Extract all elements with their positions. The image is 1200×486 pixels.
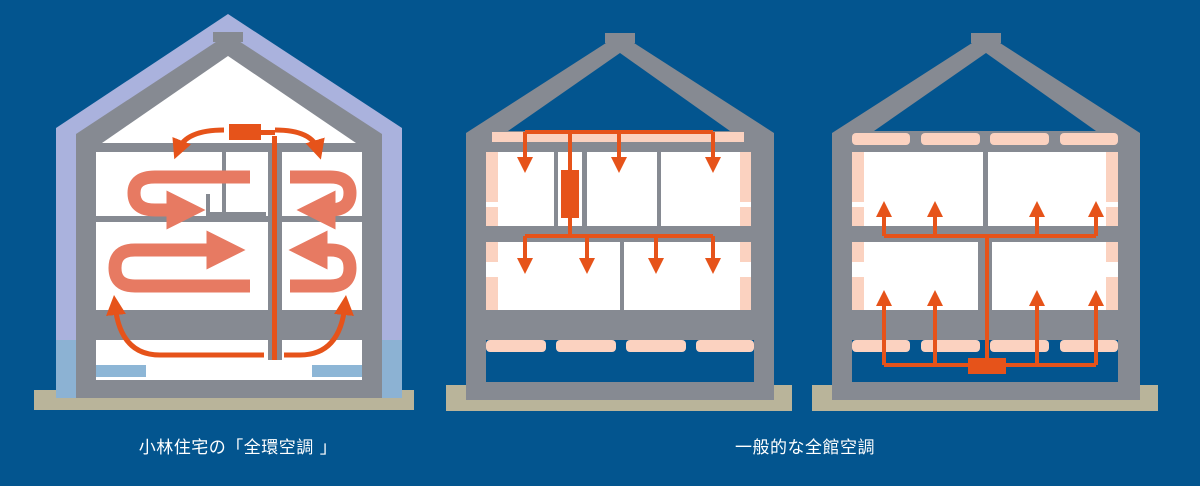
return-arrow xyxy=(284,295,354,358)
cold-patch xyxy=(852,152,864,202)
room xyxy=(852,242,978,310)
return-arrow xyxy=(106,295,264,358)
attic-space xyxy=(874,53,1096,131)
ac-unit xyxy=(229,124,261,140)
cold-patch xyxy=(852,242,864,262)
cold-patch xyxy=(852,133,910,145)
room xyxy=(587,152,657,226)
cold-patch xyxy=(852,340,910,352)
cold-patch xyxy=(486,207,498,226)
vertical-duct xyxy=(272,136,277,360)
floor-vent-right xyxy=(312,365,362,377)
cold-patch xyxy=(1106,152,1118,202)
attic-space xyxy=(508,53,730,131)
cold-patch xyxy=(486,340,546,352)
ridge-cap xyxy=(213,32,243,42)
room xyxy=(992,242,1118,310)
room xyxy=(852,152,983,226)
cold-patch xyxy=(1060,133,1118,145)
cold-patch xyxy=(852,277,864,310)
cold-patch xyxy=(990,340,1049,352)
attic-space xyxy=(102,56,356,143)
cold-patch xyxy=(921,340,980,352)
cold-patch xyxy=(626,340,686,352)
circulation-loop xyxy=(290,170,357,230)
cold-patch xyxy=(740,242,751,262)
caption-general: 一般的な全館空調 xyxy=(735,438,875,458)
room-middle xyxy=(96,222,362,310)
cold-patch xyxy=(1060,340,1118,352)
cold-patch xyxy=(486,242,498,262)
airflow-arrow xyxy=(172,127,225,160)
circulation-loop xyxy=(108,230,250,293)
cold-patch xyxy=(740,277,751,310)
ac-unit xyxy=(561,170,579,218)
ridge-cap xyxy=(605,33,635,43)
circulation-loop xyxy=(127,170,250,230)
cold-patch xyxy=(740,207,751,226)
cold-patch xyxy=(990,133,1049,145)
partition xyxy=(206,212,266,218)
floor-vent-left xyxy=(96,365,146,377)
cold-patch xyxy=(921,133,980,145)
cold-patch xyxy=(486,277,498,310)
cold-patch xyxy=(1106,207,1118,226)
house-general-bottom-up xyxy=(812,33,1158,411)
ridge-cap xyxy=(971,33,1001,43)
circulation-loop xyxy=(288,230,357,293)
room xyxy=(988,152,1118,226)
cold-patch xyxy=(1106,277,1118,310)
cold-patch xyxy=(740,152,751,202)
cold-patch xyxy=(556,340,616,352)
house-general-top-down xyxy=(446,33,792,411)
house-kobayashi xyxy=(34,14,414,410)
airflow-arrow xyxy=(274,127,325,160)
caption-kobayashi: 小林住宅の「全環空調 」 xyxy=(138,438,338,458)
partition xyxy=(206,194,210,216)
cold-patch xyxy=(486,152,498,202)
room xyxy=(624,242,751,310)
cold-patch xyxy=(1106,242,1118,262)
cold-patch xyxy=(852,207,864,226)
room xyxy=(661,152,751,226)
cold-patch xyxy=(696,340,754,352)
ac-unit xyxy=(968,358,1006,374)
room xyxy=(486,242,620,310)
